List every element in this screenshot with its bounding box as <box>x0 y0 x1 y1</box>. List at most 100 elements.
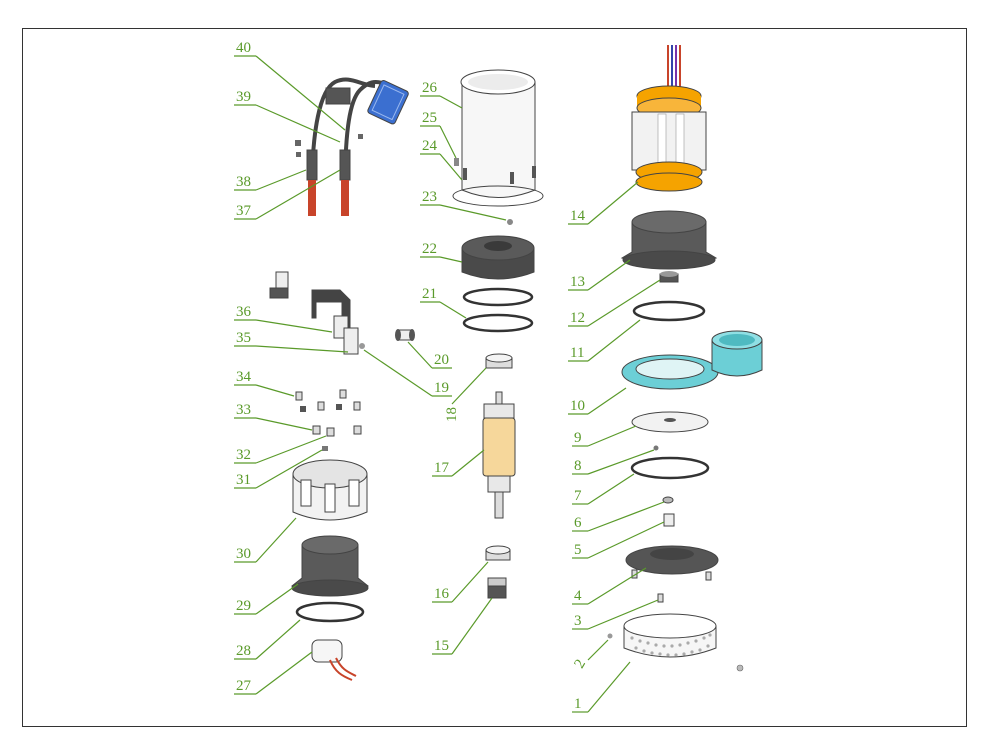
callout-18: 18 <box>444 367 487 422</box>
part-number-37: 37 <box>236 203 252 219</box>
callout-27: 27 <box>234 651 313 695</box>
callout-17: 17 <box>432 449 485 477</box>
callout-37: 37 <box>234 169 341 220</box>
outer-sleeve <box>452 69 544 207</box>
motor-base-13 <box>620 210 718 270</box>
part-number-29: 29 <box>236 598 251 614</box>
callout-5: 5 <box>572 521 665 559</box>
part-number-33: 33 <box>236 402 251 418</box>
callout-6: 6 <box>572 501 665 532</box>
callout-31: 31 <box>234 449 323 489</box>
pump-volute-10 <box>621 330 763 390</box>
part-number-6: 6 <box>574 515 582 531</box>
callout-7: 7 <box>572 473 635 505</box>
part-number-22: 22 <box>422 241 437 257</box>
part-number-4: 4 <box>574 588 582 604</box>
callout-16: 16 <box>432 561 489 603</box>
strainer-1 <box>623 613 717 658</box>
rotor-shaft <box>482 391 516 519</box>
part-number-16: 16 <box>434 586 450 602</box>
part-number-27: 27 <box>236 678 252 694</box>
callout-9: 9 <box>572 425 637 447</box>
spool-20 <box>395 329 415 341</box>
callout-20: 20 <box>407 341 452 369</box>
seal-12 <box>659 271 679 283</box>
o-ring-11 <box>632 300 706 322</box>
callout-19: 19 <box>363 349 452 397</box>
callout-32: 32 <box>234 435 327 464</box>
callout-14: 14 <box>568 181 639 225</box>
part-number-26: 26 <box>422 80 438 96</box>
callout-30: 30 <box>234 517 297 563</box>
o-ring-7 <box>630 456 710 480</box>
screw-3 <box>657 593 664 603</box>
part-number-1: 1 <box>574 696 582 712</box>
callout-38: 38 <box>234 169 307 191</box>
callout-40: 40 <box>234 40 346 131</box>
callout-23: 23 <box>420 189 507 221</box>
part-number-40: 40 <box>236 40 251 56</box>
part-number-32: 32 <box>236 447 251 463</box>
part-number-7: 7 <box>574 488 582 504</box>
screws-group <box>295 389 362 451</box>
callout-22: 22 <box>420 241 463 263</box>
bracket-parts <box>269 271 365 355</box>
part-number-34: 34 <box>236 369 252 385</box>
callout-11: 11 <box>568 319 641 362</box>
callout-39: 39 <box>234 89 341 143</box>
o-ring-21a <box>462 287 534 307</box>
callout-10: 10 <box>568 387 627 415</box>
impeller-plate-9 <box>631 411 709 433</box>
callout-21: 21 <box>420 286 467 319</box>
o-ring-28 <box>295 601 365 623</box>
part-number-9: 9 <box>574 430 582 446</box>
part-number-11: 11 <box>570 345 584 361</box>
callout-25: 25 <box>420 110 457 159</box>
part-number-21: 21 <box>422 286 437 302</box>
part-number-2: 2 <box>572 657 590 671</box>
callout-15: 15 <box>432 597 493 655</box>
part-number-15: 15 <box>434 638 449 654</box>
capacitor <box>311 639 357 681</box>
callout-12: 12 <box>568 279 661 327</box>
callout-1: 1 <box>572 661 631 713</box>
o-ring-21b <box>462 313 534 333</box>
callout-26: 26 <box>420 80 463 109</box>
callout-13: 13 <box>568 259 631 291</box>
callout-4: 4 <box>572 567 647 605</box>
part-number-35: 35 <box>236 330 251 346</box>
part-number-25: 25 <box>422 110 437 126</box>
part-number-14: 14 <box>570 208 586 224</box>
cable-assembly <box>295 77 409 216</box>
bottom-plate-4 <box>625 545 719 581</box>
part-number-20: 20 <box>434 352 449 368</box>
nut-5 <box>663 513 675 527</box>
part-number-30: 30 <box>236 546 251 562</box>
screw-8 <box>653 445 659 451</box>
callout-28: 28 <box>234 619 301 660</box>
part-number-28: 28 <box>236 643 251 659</box>
callout-34: 34 <box>234 369 295 397</box>
upper-bearing-housing <box>461 235 535 280</box>
part-number-18: 18 <box>444 407 460 422</box>
part-number-12: 12 <box>570 310 585 326</box>
part-number-5: 5 <box>574 542 582 558</box>
bearing-18 <box>485 353 513 369</box>
part-number-19: 19 <box>434 380 449 396</box>
screw-2 <box>607 633 613 639</box>
plug-screw <box>736 664 744 672</box>
part-number-17: 17 <box>434 460 450 476</box>
part-number-31: 31 <box>236 472 251 488</box>
callout-29: 29 <box>234 583 299 615</box>
callout-24: 24 <box>420 138 463 181</box>
part-number-38: 38 <box>236 174 251 190</box>
washer-6 <box>662 496 674 504</box>
bearing-16 <box>485 545 511 561</box>
diagram-frame <box>22 28 967 727</box>
motor-cover <box>292 459 368 521</box>
part-number-13: 13 <box>570 274 585 290</box>
part-number-39: 39 <box>236 89 251 105</box>
callout-36: 36 <box>234 304 333 333</box>
callout-33: 33 <box>234 402 313 431</box>
